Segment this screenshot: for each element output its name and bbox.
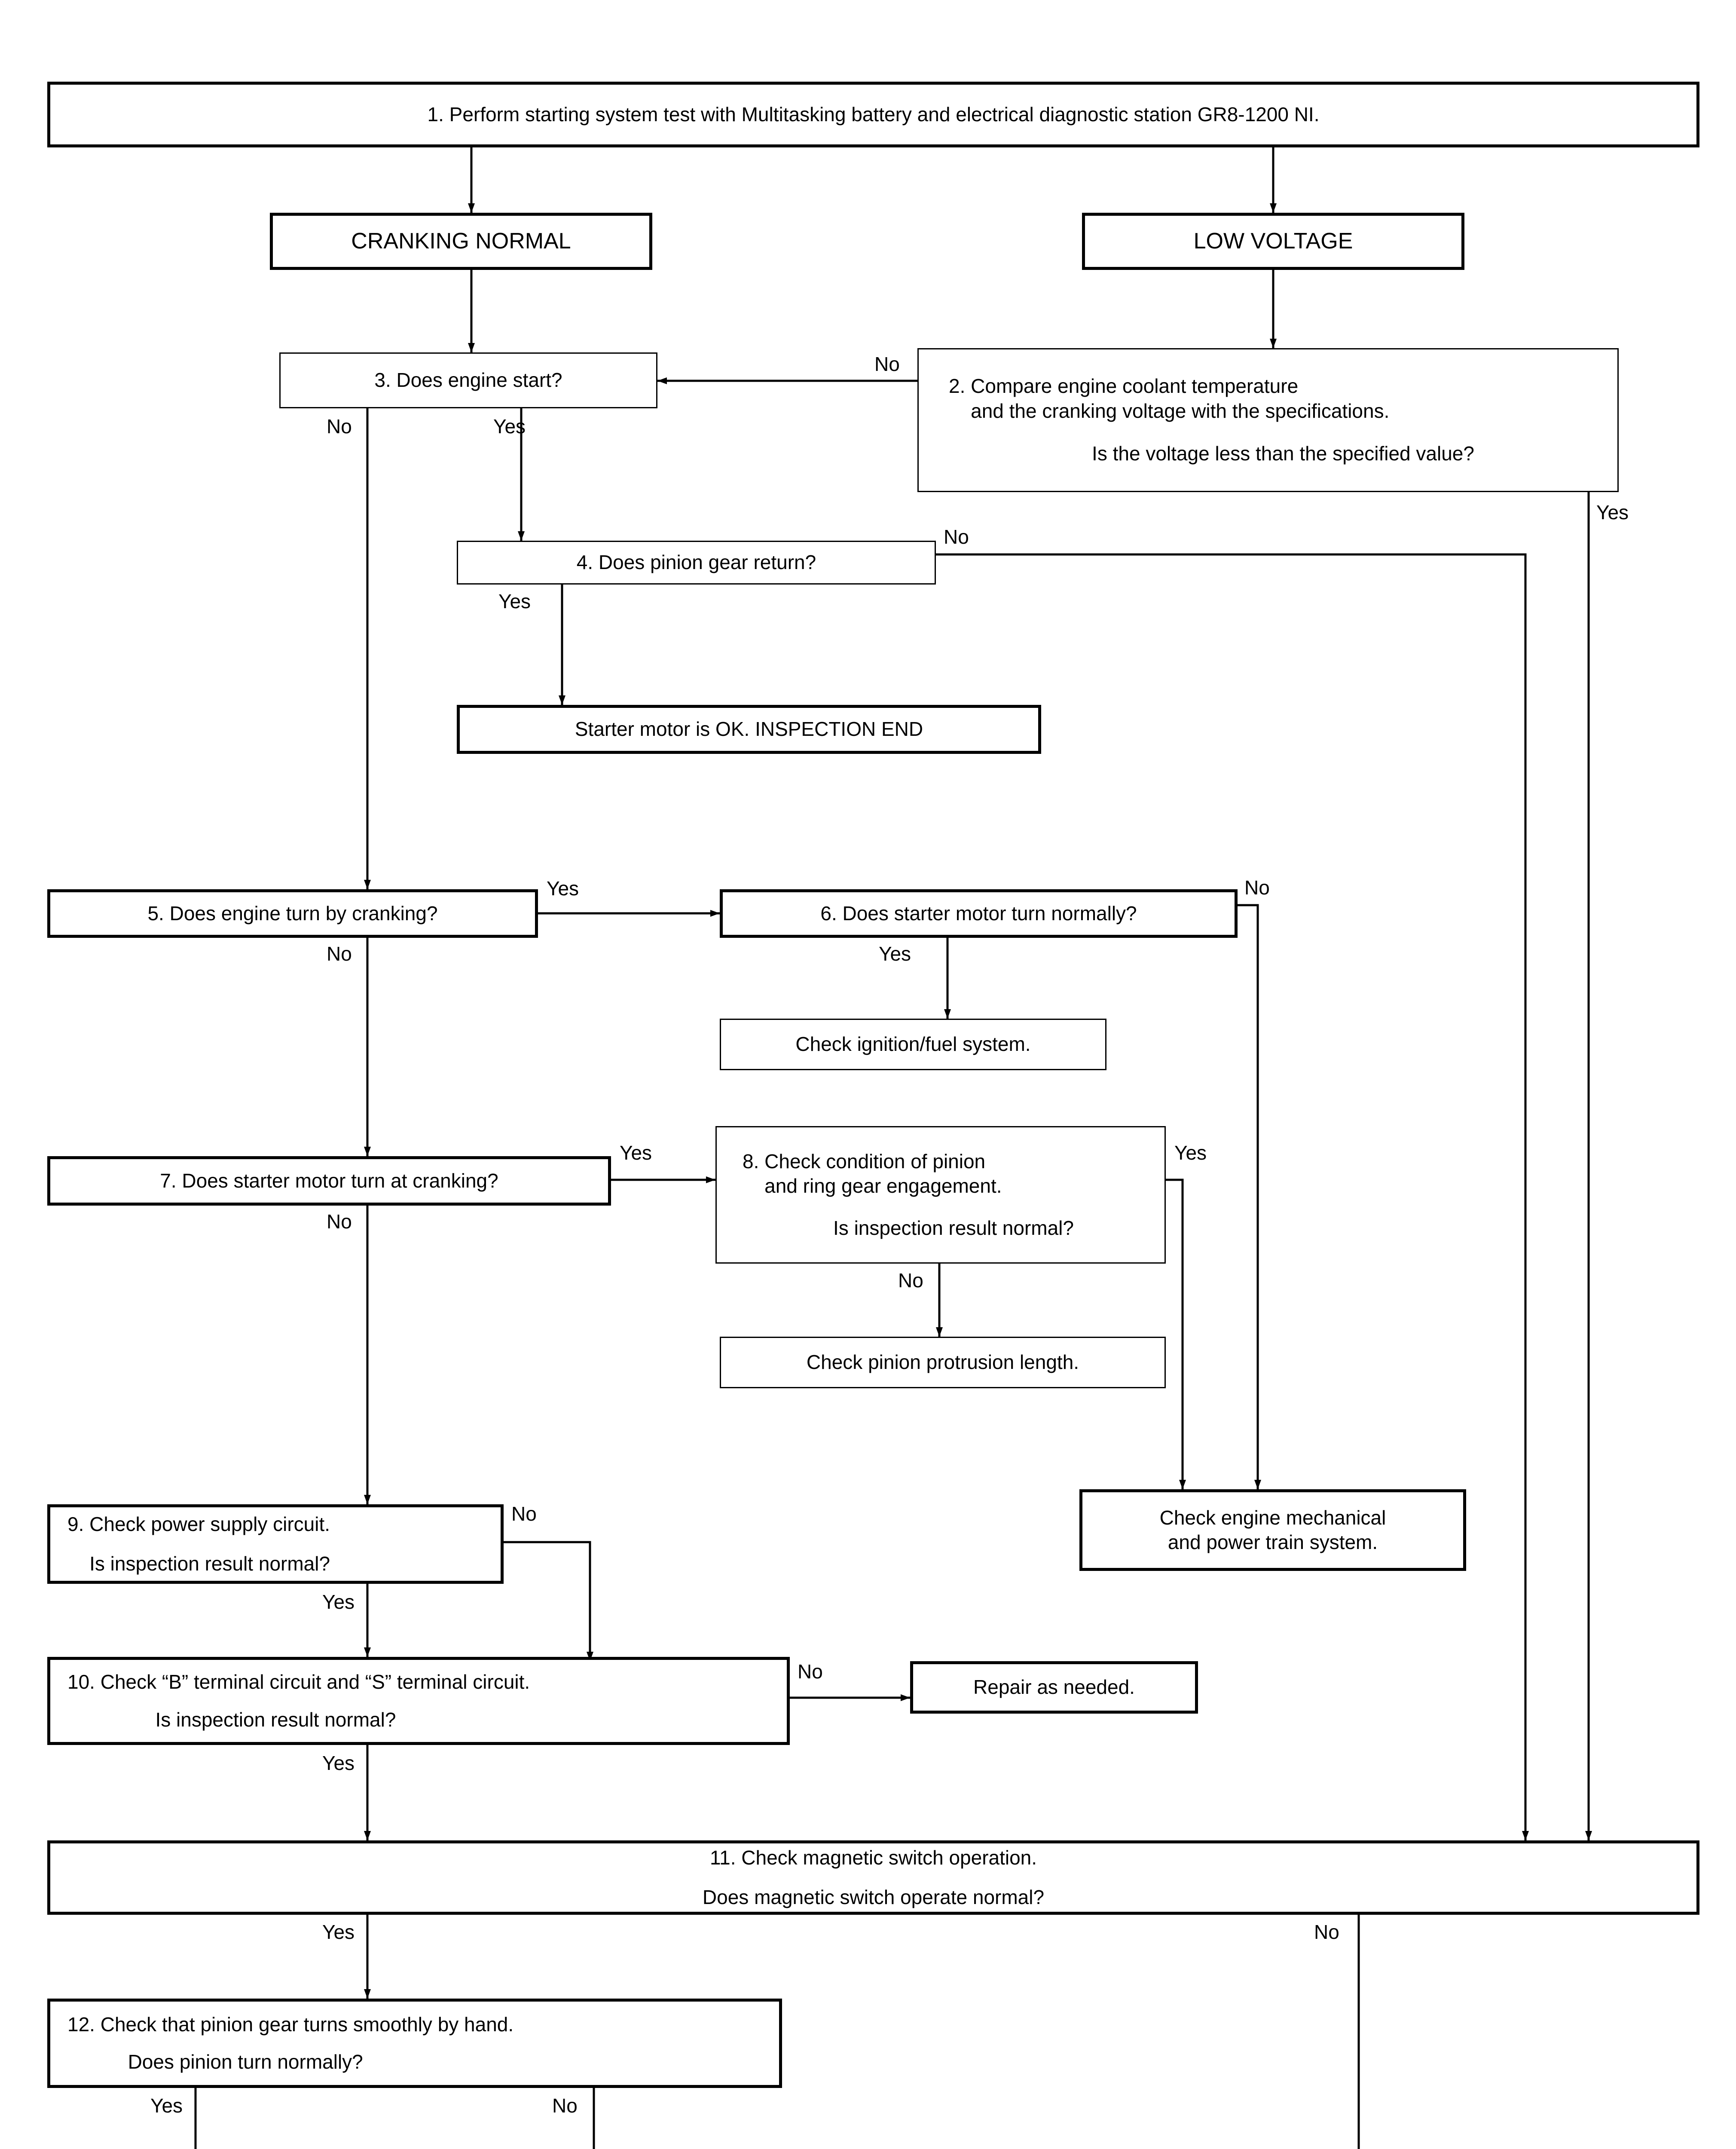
node-repair-text: Repair as needed.	[973, 1676, 1135, 1699]
node-check-engine-mechanical-power-train[interactable]: Check engine mechanical and power train …	[1079, 1489, 1466, 1571]
node-12-line2: Does pinion turn normally?	[67, 2051, 363, 2073]
node-11-line1: 11. Check magnetic switch operation.	[709, 1846, 1037, 1869]
edge-label-8-yes: Yes	[1174, 1142, 1207, 1164]
node-cranking-normal-text: CRANKING NORMAL	[351, 229, 571, 254]
node-repair-as-needed[interactable]: Repair as needed.	[910, 1661, 1198, 1714]
edge-label-11-yes: Yes	[322, 1921, 355, 1943]
edge-label-5-no: No	[327, 943, 352, 965]
node-8-line2: and ring gear engagement.	[743, 1175, 1002, 1197]
node-2-line3: Is the voltage less than the specified v…	[1092, 442, 1474, 465]
node-cranking-normal[interactable]: CRANKING NORMAL	[270, 213, 652, 270]
node-11-check-magnetic-switch-operation[interactable]: 11. Check magnetic switch operation. Doe…	[47, 1840, 1699, 1915]
node-1-starting-system-test[interactable]: 1. Perform starting system test with Mul…	[47, 82, 1699, 147]
node-2-compare-coolant-temperature[interactable]: 2. Compare engine coolant temperature an…	[917, 348, 1619, 492]
edge-label-7-yes: Yes	[620, 1142, 652, 1164]
edge-label-2-no: No	[874, 353, 900, 375]
edge-label-10-yes: Yes	[322, 1752, 355, 1774]
edge-label-3-no: No	[327, 415, 352, 438]
node-ignition-fuel-text: Check ignition/fuel system.	[795, 1033, 1031, 1056]
node-11-line2: Does magnetic switch operate normal?	[702, 1886, 1045, 1908]
node-pinion-protrusion-text: Check pinion protrusion length.	[806, 1351, 1079, 1374]
node-4-does-pinion-gear-return[interactable]: 4. Does pinion gear return?	[457, 541, 936, 585]
node-2-line1: 2. Compare engine coolant temperature	[949, 375, 1299, 398]
node-8-check-pinion-ring-gear-engagement[interactable]: 8. Check condition of pinion and ring ge…	[715, 1126, 1166, 1264]
node-9-line1: 9. Check power supply circuit.	[67, 1513, 330, 1535]
node-1-text: 1. Perform starting system test with Mul…	[427, 103, 1320, 126]
edge-label-9-yes: Yes	[322, 1591, 355, 1613]
node-2-line2: and the cranking voltage with the specif…	[949, 399, 1390, 422]
edge-label-11-no: No	[1314, 1921, 1339, 1943]
node-starter-motor-ok-inspection-end[interactable]: Starter motor is OK. INSPECTION END	[457, 705, 1041, 754]
node-10-line1: 10. Check “B” terminal circuit and “S” t…	[67, 1671, 530, 1693]
node-5-text: 5. Does engine turn by cranking?	[147, 902, 438, 924]
node-5-does-engine-turn-by-cranking[interactable]: 5. Does engine turn by cranking?	[47, 889, 538, 938]
node-engine-mech-line2: and power train system.	[1168, 1531, 1378, 1553]
node-8-line3: Is inspection result normal?	[833, 1216, 1074, 1239]
node-9-check-power-supply-circuit[interactable]: 9. Check power supply circuit. Is inspec…	[47, 1504, 504, 1584]
node-3-does-engine-start[interactable]: 3. Does engine start?	[279, 352, 657, 408]
node-low-voltage[interactable]: LOW VOLTAGE	[1082, 213, 1464, 270]
edge-label-6-no: No	[1244, 876, 1270, 899]
node-10-check-b-and-s-terminal-circuit[interactable]: 10. Check “B” terminal circuit and “S” t…	[47, 1657, 790, 1745]
edge-label-4-no: No	[944, 526, 969, 548]
node-6-text: 6. Does starter motor turn normally?	[820, 902, 1137, 924]
edge-label-7-no: No	[327, 1210, 352, 1233]
edge-label-10-no: No	[798, 1660, 823, 1683]
node-7-does-starter-motor-turn-at-cranking[interactable]: 7. Does starter motor turn at cranking?	[47, 1156, 611, 1206]
node-9-line2: Is inspection result normal?	[67, 1552, 330, 1575]
edge-label-2-yes: Yes	[1596, 501, 1629, 523]
node-10-line2: Is inspection result normal?	[67, 1708, 396, 1731]
node-12-line1: 12. Check that pinion gear turns smoothl…	[67, 2013, 514, 2036]
edge-label-6-yes: Yes	[879, 943, 911, 965]
node-ok-end-text: Starter motor is OK. INSPECTION END	[575, 718, 923, 741]
node-12-check-pinion-gear-turns-smoothly[interactable]: 12. Check that pinion gear turns smoothl…	[47, 1999, 782, 2088]
node-check-ignition-fuel-system[interactable]: Check ignition/fuel system.	[720, 1019, 1106, 1070]
node-7-text: 7. Does starter motor turn at cranking?	[160, 1169, 498, 1192]
edge-label-9-no: No	[511, 1503, 537, 1525]
edge-label-12-yes: Yes	[150, 2094, 183, 2117]
node-6-does-starter-motor-turn-normally[interactable]: 6. Does starter motor turn normally?	[720, 889, 1238, 938]
node-check-pinion-protrusion-length[interactable]: Check pinion protrusion length.	[720, 1337, 1166, 1388]
edge-label-4-yes: Yes	[498, 590, 531, 612]
node-low-voltage-text: LOW VOLTAGE	[1193, 229, 1353, 254]
edge-label-5-yes: Yes	[547, 877, 579, 900]
edge-label-12-no: No	[552, 2094, 578, 2117]
edge-label-3-yes: Yes	[493, 415, 526, 438]
edge-label-8-no: No	[898, 1269, 923, 1292]
node-3-text: 3. Does engine start?	[374, 369, 562, 392]
node-4-text: 4. Does pinion gear return?	[576, 551, 816, 574]
node-engine-mech-line1: Check engine mechanical	[1159, 1506, 1386, 1529]
node-8-line1: 8. Check condition of pinion	[743, 1150, 986, 1172]
